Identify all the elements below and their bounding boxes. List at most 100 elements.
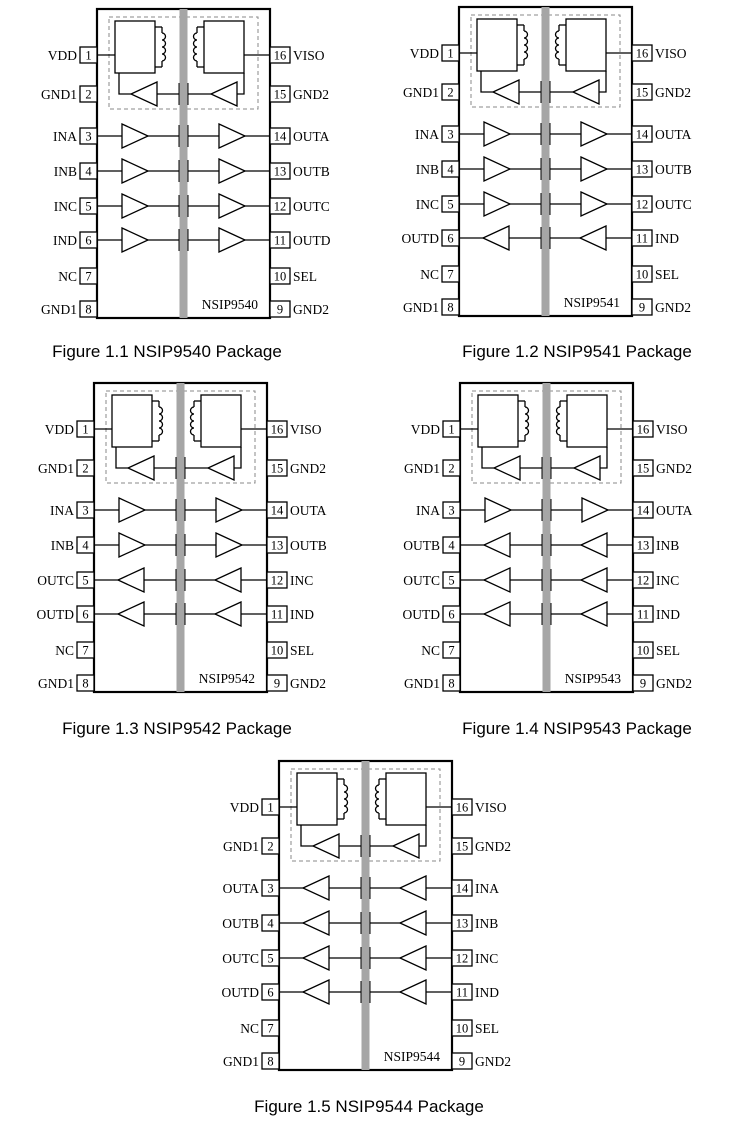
pin-box	[632, 459, 654, 477]
pin-box	[632, 674, 654, 692]
pin-number: 15	[274, 88, 287, 102]
pin-number: 3	[448, 504, 454, 518]
pin-label: VISO	[655, 46, 687, 61]
pin-number: 16	[271, 423, 284, 437]
pin-label: OUTB	[403, 538, 440, 553]
pin-number: 9	[639, 301, 645, 315]
pin-label: IND	[656, 607, 680, 622]
pin-label: GND1	[41, 302, 77, 317]
pin-box	[266, 459, 288, 477]
pin-box	[632, 641, 654, 659]
pin-label: INB	[416, 162, 439, 177]
pin-label: NC	[58, 269, 77, 284]
pin-box	[261, 1052, 280, 1070]
pin-label: OUTB	[290, 538, 327, 553]
pin-label: OUTD	[403, 607, 441, 622]
coil-icon	[189, 406, 195, 436]
pin-number: 15	[637, 462, 650, 476]
triangle-buffer-icon	[218, 192, 247, 220]
pin-number: 1	[267, 801, 273, 815]
pin-box	[269, 300, 291, 318]
pin-number: 11	[636, 232, 648, 246]
pin-number: 5	[82, 574, 88, 588]
pin-label: INC	[416, 197, 439, 212]
pin-number: 1	[448, 423, 454, 437]
pin-label: OUTC	[655, 197, 692, 212]
pin-label: OUTC	[403, 573, 440, 588]
pin-box	[266, 641, 288, 659]
pin-label: OUTD	[293, 233, 331, 248]
pin-label: INB	[54, 164, 77, 179]
pin-number: 2	[82, 462, 88, 476]
pin-label: INB	[475, 916, 498, 931]
triangle-buffer-icon	[483, 155, 512, 183]
pin-number: 7	[82, 644, 88, 658]
triangle-buffer-icon	[398, 909, 427, 937]
figure-caption: Figure 1.2 NSIP9541 Package	[462, 342, 692, 361]
pin-number: 8	[447, 301, 453, 315]
pin-number: 14	[456, 882, 469, 896]
transformer-secondary-box	[200, 394, 242, 448]
pin-number: 4	[82, 539, 89, 553]
pin-box	[451, 837, 473, 855]
pin-label: OUTB	[222, 916, 259, 931]
triangle-buffer-icon	[482, 531, 511, 559]
pin-number: 14	[271, 504, 284, 518]
pin-label: GND1	[223, 839, 259, 854]
pin-label: INB	[51, 538, 74, 553]
pin-number: 13	[636, 163, 649, 177]
pin-number: 2	[267, 840, 273, 854]
pin-box	[266, 674, 288, 692]
pin-number: 1	[447, 47, 453, 61]
pin-number: 14	[274, 130, 287, 144]
coil-icon	[161, 32, 167, 62]
triangle-buffer-icon	[579, 600, 608, 628]
pin-box	[441, 83, 460, 101]
pin-number: 8	[267, 1055, 273, 1069]
coil-icon	[555, 406, 561, 436]
pin-label: NC	[240, 1021, 259, 1036]
pin-number: 3	[267, 882, 273, 896]
transformer-primary-box	[477, 394, 519, 448]
transformer-secondary-box	[566, 394, 608, 448]
pin-label: GND1	[404, 461, 440, 476]
pin-number: 2	[447, 86, 453, 100]
pin-box	[442, 641, 461, 659]
pin-number: 16	[636, 47, 649, 61]
pin-number: 6	[447, 232, 453, 246]
pin-number: 5	[267, 952, 273, 966]
pin-label: VDD	[45, 422, 74, 437]
transformer-secondary-box	[203, 20, 245, 74]
transformer-primary-box	[114, 20, 156, 74]
coil-icon	[524, 406, 530, 436]
figure-caption: Figure 1.3 NSIP9542 Package	[62, 719, 292, 738]
pin-box	[261, 1019, 280, 1037]
pin-number: 14	[636, 128, 649, 142]
pin-box	[451, 1019, 473, 1037]
pin-number: 10	[456, 1022, 469, 1036]
triangle-buffer-icon	[579, 566, 608, 594]
pin-number: 6	[82, 608, 88, 622]
pin-number: 9	[640, 677, 646, 691]
pin-number: 1	[85, 49, 91, 63]
transformer-secondary-box	[385, 772, 427, 826]
pin-label: VISO	[293, 48, 325, 63]
pin-label: IND	[290, 607, 314, 622]
pin-label: OUTB	[293, 164, 330, 179]
pin-number: 10	[636, 268, 649, 282]
triangle-buffer-icon	[116, 566, 145, 594]
triangle-buffer-icon	[481, 224, 510, 252]
pin-box	[76, 641, 95, 659]
coil-icon	[374, 784, 380, 814]
pin-label: INC	[475, 951, 498, 966]
pin-label: SEL	[290, 643, 314, 658]
pin-label: SEL	[656, 643, 680, 658]
pin-label: GND2	[656, 461, 692, 476]
triangle-buffer-icon	[121, 122, 150, 150]
pin-box	[441, 265, 460, 283]
pin-number: 11	[637, 608, 649, 622]
pin-number: 11	[456, 986, 468, 1000]
pin-label: OUTC	[222, 951, 259, 966]
pin-box	[76, 674, 95, 692]
pin-label: INC	[290, 573, 313, 588]
